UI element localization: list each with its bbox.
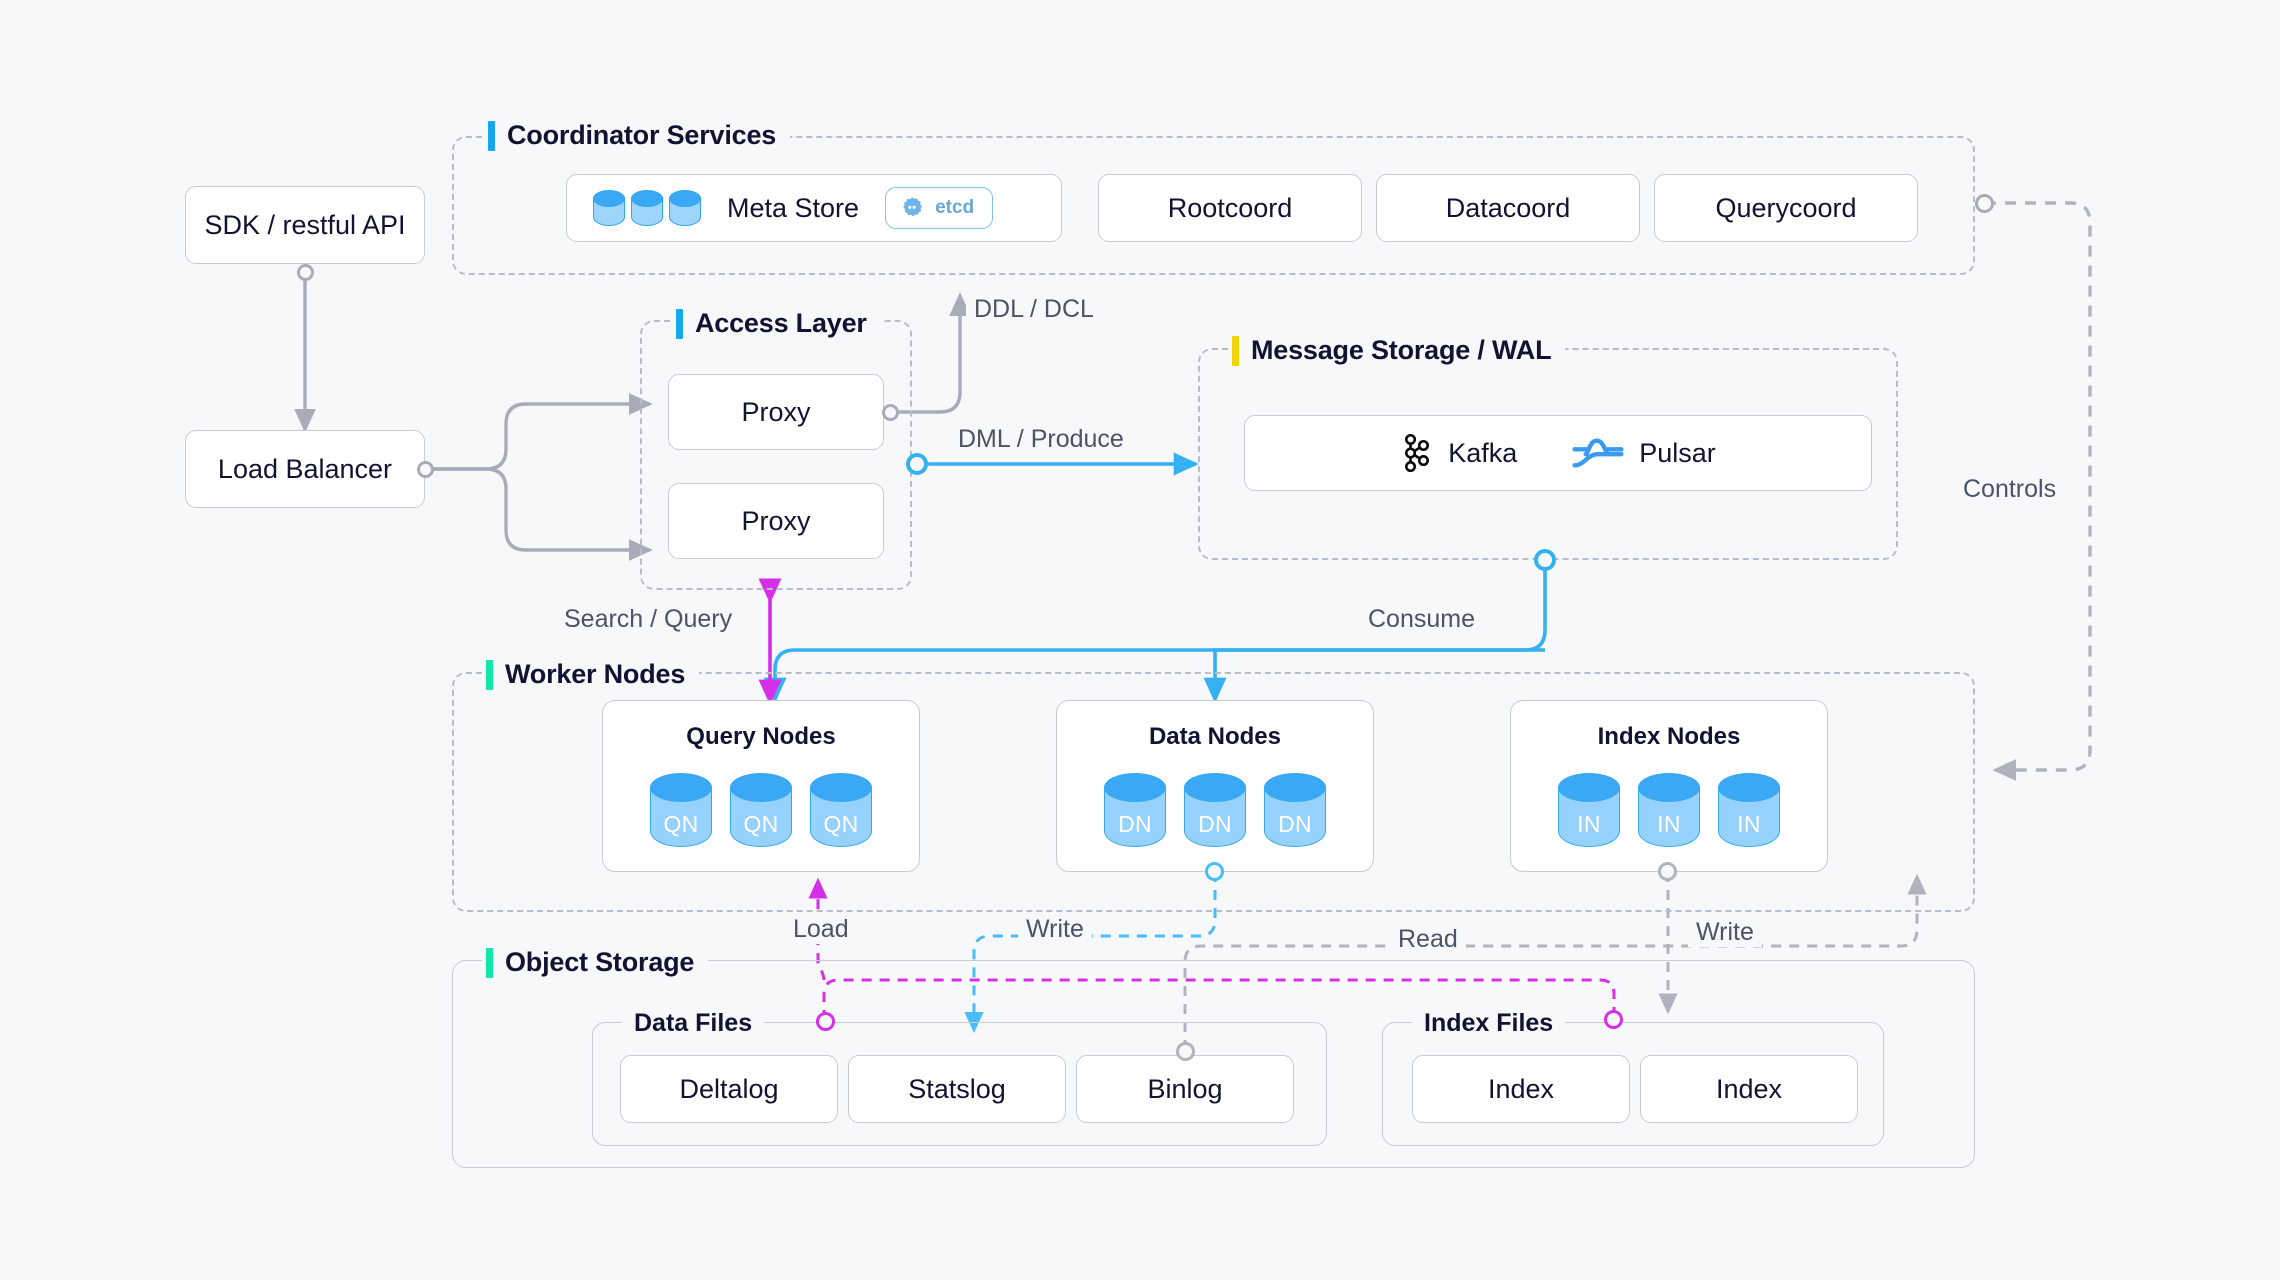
- proxy-label-2: Proxy: [741, 505, 811, 536]
- kafka-item[interactable]: Kafka: [1400, 433, 1517, 473]
- worker-nodes-accent-bar: [486, 659, 493, 690]
- index-node-cylinder: IN: [1718, 773, 1780, 847]
- data-nodes-title: Data Nodes: [1148, 723, 1282, 750]
- edge-label-search-query: Search / Query: [556, 605, 741, 634]
- data-node-cylinder: DN: [1264, 773, 1326, 847]
- binlog-label: Binlog: [1147, 1073, 1223, 1104]
- datacoord-label: Datacoord: [1445, 192, 1571, 223]
- kafka-icon: [1405, 433, 1430, 473]
- index-files-title-text: Index Files: [1424, 1009, 1554, 1037]
- three-cylinders-icon: [593, 190, 701, 226]
- query-nodes-title: Query Nodes: [686, 723, 836, 750]
- index-files-title: Index Files: [1412, 1009, 1566, 1038]
- statslog-label: Statslog: [908, 1073, 1006, 1104]
- index-box-1[interactable]: Index: [1412, 1055, 1630, 1123]
- coordinator-services-group: [452, 136, 1975, 275]
- sdk-restful-api-label: SDK / restful API: [204, 209, 406, 240]
- querycoord-box[interactable]: Querycoord: [1654, 174, 1918, 242]
- edge-label-consume: Consume: [1360, 605, 1483, 634]
- port-proxy-dml-out: [906, 453, 928, 475]
- edge-label-ddl-dcl: DDL / DCL: [966, 295, 1102, 324]
- index-nodes-box[interactable]: Index Nodes IN IN IN: [1510, 700, 1828, 872]
- edge-label-read: Read: [1390, 925, 1466, 954]
- binlog-box[interactable]: Binlog: [1076, 1055, 1294, 1123]
- data-nodes-list: DN DN DN: [1104, 773, 1326, 847]
- etcd-label: etcd: [935, 197, 975, 218]
- data-files-title: Data Files: [622, 1009, 765, 1038]
- port-loadbalancer-out: [417, 461, 434, 478]
- object-storage-title-text: Object Storage: [505, 947, 695, 977]
- port-proxy-ddl-out: [882, 404, 899, 421]
- message-storage-title-text: Message Storage / WAL: [1251, 335, 1552, 365]
- query-nodes-list: QN QN QN: [650, 773, 872, 847]
- data-files-group: [592, 1022, 1327, 1146]
- port-binlog-read-out: [1176, 1042, 1195, 1061]
- object-storage-group: [452, 960, 1975, 1168]
- port-indexfiles-in: [1604, 1010, 1623, 1029]
- rootcoord-label: Rootcoord: [1167, 192, 1293, 223]
- access-layer-title: Access Layer: [672, 308, 881, 339]
- deltalog-label: Deltalog: [679, 1073, 779, 1104]
- data-node-cylinder: DN: [1104, 773, 1166, 847]
- rootcoord-box[interactable]: Rootcoord: [1098, 174, 1362, 242]
- coordinator-title-text: Coordinator Services: [507, 120, 777, 150]
- query-nodes-box[interactable]: Query Nodes QN QN QN: [602, 700, 920, 872]
- port-datafiles-load-out: [816, 1012, 835, 1031]
- data-files-title-text: Data Files: [634, 1009, 753, 1037]
- proxy-box-1[interactable]: Proxy: [668, 374, 884, 450]
- index-box-2[interactable]: Index: [1640, 1055, 1858, 1123]
- brokers-box[interactable]: Kafka Pulsar: [1244, 415, 1872, 491]
- meta-store-box[interactable]: Meta Store etcd: [566, 174, 1062, 242]
- query-node-cylinder: QN: [730, 773, 792, 847]
- edge-label-dml-produce: DML / Produce: [950, 425, 1132, 454]
- statslog-box[interactable]: Statslog: [848, 1055, 1066, 1123]
- data-nodes-box[interactable]: Data Nodes DN DN DN: [1056, 700, 1374, 872]
- pulsar-label: Pulsar: [1639, 437, 1716, 468]
- proxy-label-1: Proxy: [741, 396, 811, 427]
- port-message-consume-out: [1534, 549, 1556, 571]
- index-node-cylinder: IN: [1638, 773, 1700, 847]
- querycoord-label: Querycoord: [1715, 192, 1857, 223]
- message-storage-accent-bar: [1232, 335, 1239, 366]
- worker-nodes-title-text: Worker Nodes: [505, 659, 686, 689]
- object-storage-title: Object Storage: [482, 947, 709, 978]
- worker-nodes-group: [452, 672, 1975, 912]
- port-sdk-out: [297, 264, 314, 281]
- edge-label-controls: Controls: [1955, 475, 2065, 504]
- object-storage-accent-bar: [486, 947, 493, 978]
- index-nodes-title: Index Nodes: [1597, 723, 1741, 750]
- query-node-cylinder: QN: [810, 773, 872, 847]
- access-layer-title-text: Access Layer: [695, 308, 867, 338]
- port-coordinator-controls-out: [1975, 194, 1994, 213]
- etcd-gear-icon: [903, 197, 923, 217]
- worker-nodes-title: Worker Nodes: [482, 659, 700, 690]
- deltalog-box[interactable]: Deltalog: [620, 1055, 838, 1123]
- query-node-cylinder: QN: [650, 773, 712, 847]
- etcd-badge[interactable]: etcd: [885, 187, 994, 229]
- load-balancer-box[interactable]: Load Balancer: [185, 430, 425, 508]
- edge-label-load: Load: [785, 915, 857, 944]
- datacoord-box[interactable]: Datacoord: [1376, 174, 1640, 242]
- index-label-2: Index: [1715, 1073, 1783, 1104]
- index-label-1: Index: [1487, 1073, 1555, 1104]
- coordinator-services-title: Coordinator Services: [484, 120, 791, 151]
- message-storage-title: Message Storage / WAL: [1228, 335, 1566, 366]
- pulsar-icon: [1572, 438, 1624, 468]
- port-datanodes-write-out: [1205, 862, 1224, 881]
- access-layer-accent-bar: [676, 308, 683, 339]
- proxy-box-2[interactable]: Proxy: [668, 483, 884, 559]
- port-indexnodes-write-out: [1658, 862, 1677, 881]
- data-node-cylinder: DN: [1184, 773, 1246, 847]
- kafka-label: Kafka: [1448, 437, 1518, 468]
- index-node-cylinder: IN: [1558, 773, 1620, 847]
- edge-label-write-index: Write: [1688, 918, 1762, 947]
- load-balancer-label: Load Balancer: [217, 453, 393, 484]
- pulsar-item[interactable]: Pulsar: [1571, 433, 1716, 473]
- coordinator-accent-bar: [488, 120, 495, 151]
- index-nodes-list: IN IN IN: [1558, 773, 1780, 847]
- sdk-restful-api-box[interactable]: SDK / restful API: [185, 186, 425, 264]
- meta-store-label: Meta Store: [727, 192, 860, 223]
- edge-label-write-data: Write: [1018, 915, 1092, 944]
